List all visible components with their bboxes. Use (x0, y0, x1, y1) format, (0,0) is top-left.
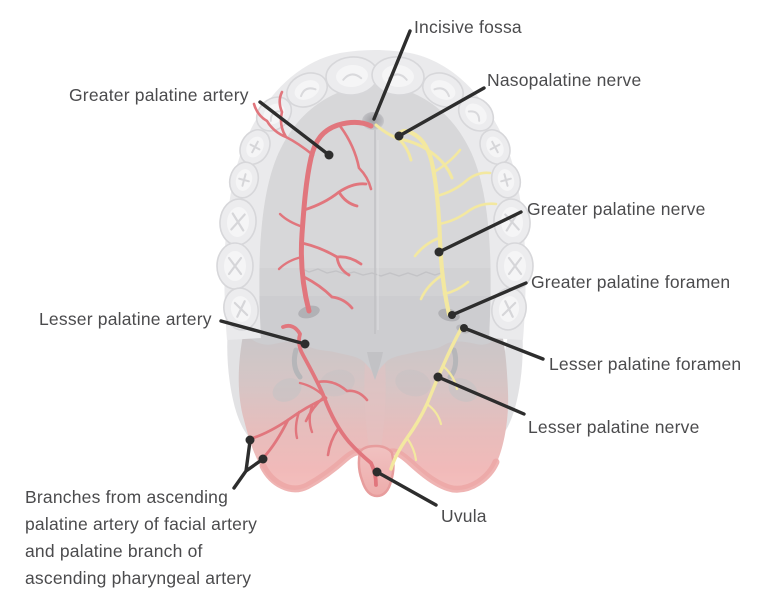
ascending-branches-line-1: Branches from ascending (25, 487, 229, 507)
leader-nasopalatine-nerve (397, 86, 486, 138)
label-greater-palatine-nerve: Greater palatine nerve (527, 199, 706, 219)
label-nasopalatine-nerve: Nasopalatine nerve (487, 70, 642, 90)
leader-lesser-palatine-artery (219, 319, 307, 346)
label-incisive-fossa: Incisive fossa (414, 17, 522, 37)
label-ascending-branches: Branches from ascending palatine artery … (25, 484, 257, 592)
posterior-hard-palate-edge (244, 328, 501, 380)
label-lesser-palatine-nerve: Lesser palatine nerve (528, 417, 700, 437)
leader-greater-palatine-artery (258, 100, 331, 157)
ascending-branches-line-2: palatine artery of facial artery (25, 514, 258, 534)
ascending-branches-line-3: and palatine branch of (25, 541, 203, 561)
label-greater-palatine-artery: Greater palatine artery (69, 85, 249, 105)
label-greater-palatine-foramen: Greater palatine foramen (531, 272, 731, 292)
leader-lesser-palatine-nerve (436, 375, 526, 416)
teeth-arch (216, 56, 534, 331)
label-lesser-palatine-artery: Lesser palatine artery (39, 309, 212, 329)
leader-uvula (375, 470, 438, 507)
artery-tree (251, 90, 378, 487)
label-lesser-palatine-foramen: Lesser palatine foramen (549, 354, 742, 374)
leader-dots (245, 131, 468, 477)
leader-greater-palatine-nerve (437, 210, 523, 254)
ascending-branches-line-4: ascending pharyngeal artery (25, 568, 252, 588)
leader-incisive-fossa (372, 29, 412, 121)
leader-greater-palatine-foramen (450, 281, 528, 317)
label-uvula: Uvula (441, 506, 487, 526)
leader-lesser-palatine-foramen (462, 326, 545, 361)
